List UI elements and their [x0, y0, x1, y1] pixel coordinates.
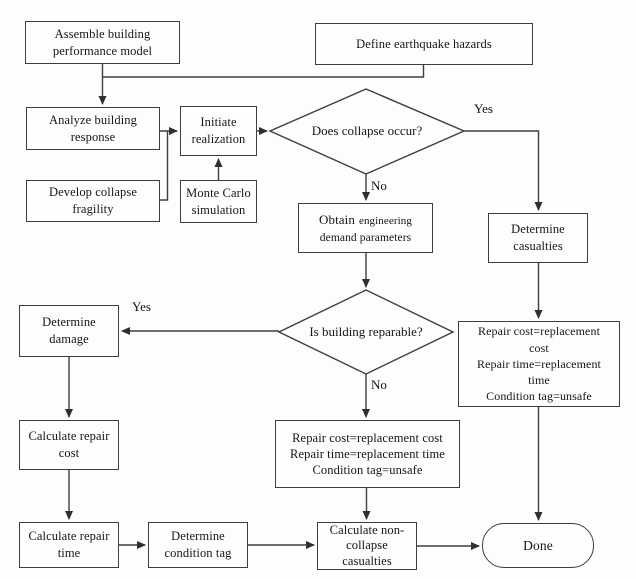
connector-fragility-junction: [160, 131, 169, 201]
edge-label-collapse-no: No: [371, 178, 387, 193]
node-text: Calculate repair: [28, 429, 110, 443]
node-text: Condition tag=unsafe: [486, 389, 592, 404]
node-text: engineering: [358, 214, 412, 227]
node-text: Determine: [511, 222, 565, 236]
node-text: response: [70, 129, 116, 144]
decision-does-collapse-occur-label: Does collapse occur?: [311, 123, 423, 138]
node-determine-casualties: Determine casualties: [488, 213, 588, 263]
node-irreparable-outcome: Repair cost=replacement cost Repair time…: [275, 420, 460, 488]
node-text: casualties: [513, 239, 563, 253]
node-calculate-repair-time: Calculate repair time: [19, 522, 119, 568]
node-text: condition tag: [164, 546, 232, 560]
node-text: simulation: [191, 202, 246, 217]
node-text: demand parameters: [319, 231, 412, 244]
node-calculate-repair-cost: Calculate repair cost: [19, 420, 119, 470]
node-done-terminal: Done: [482, 523, 594, 568]
node-text: time: [57, 546, 81, 560]
node-text: Repair cost=replacement cost: [292, 430, 443, 445]
node-develop-collapse-fragility: Develop collapse fragility: [26, 180, 160, 222]
connector-collapse-yes: [464, 130, 543, 211]
node-text: Repair time=replacement: [476, 356, 601, 371]
node-text: Condition tag=unsafe: [312, 463, 423, 478]
node-text: time: [528, 373, 550, 388]
node-text: Assemble building: [54, 26, 151, 41]
diamond-is-building-reparable: [277, 289, 455, 375]
node-text: fragility: [72, 202, 114, 216]
node-text: casualties: [342, 553, 392, 568]
node-text: Develop collapse: [48, 185, 138, 199]
node-text: cost: [529, 340, 549, 355]
node-text: cost: [58, 446, 80, 460]
diamond-does-collapse-occur: [268, 88, 466, 175]
edge-label-reparable-no: No: [371, 377, 387, 392]
decision-is-building-reparable-label: Is building reparable?: [309, 324, 423, 339]
node-text: Define earthquake hazards: [356, 36, 492, 51]
connector-top-merge: [101, 64, 425, 78]
node-text: Monte Carlo: [186, 185, 251, 200]
node-text: collapse: [346, 538, 388, 553]
node-calculate-non-collapse-casualties: Calculate non- collapse casualties: [317, 522, 417, 570]
node-determine-condition-tag: Determine condition tag: [148, 522, 248, 568]
node-text: Determine: [171, 529, 225, 543]
node-text: Repair time=replacement time: [290, 446, 445, 461]
node-text: Repair cost=replacement: [477, 324, 600, 339]
node-text: damage: [49, 332, 89, 346]
node-define-earthquake-hazards: Define earthquake hazards: [315, 23, 533, 65]
node-initiate-realization: Initiate realization: [180, 106, 257, 156]
node-text: realization: [191, 132, 246, 146]
node-text: Calculate repair: [28, 529, 110, 543]
node-text: Calculate non-: [329, 522, 405, 537]
edge-label-reparable-yes: Yes: [132, 299, 151, 314]
node-text: Initiate: [200, 115, 237, 129]
edge-label-collapse-yes: Yes: [474, 101, 493, 116]
node-monte-carlo-simulation: Monte Carlo simulation: [180, 180, 257, 223]
node-collapse-outcome: Repair cost=replacement cost Repair time…: [458, 321, 620, 407]
node-text: Analyze building: [48, 112, 138, 127]
node-text: Determine: [42, 315, 96, 329]
node-assemble-building-performance-model: Assemble building performance model: [25, 21, 180, 64]
node-analyze-building-response: Analyze building response: [26, 107, 160, 150]
node-text: performance model: [52, 43, 153, 58]
node-text: Obtain: [318, 211, 355, 227]
node-text: Done: [523, 538, 553, 553]
node-determine-damage: Determine damage: [19, 305, 119, 357]
